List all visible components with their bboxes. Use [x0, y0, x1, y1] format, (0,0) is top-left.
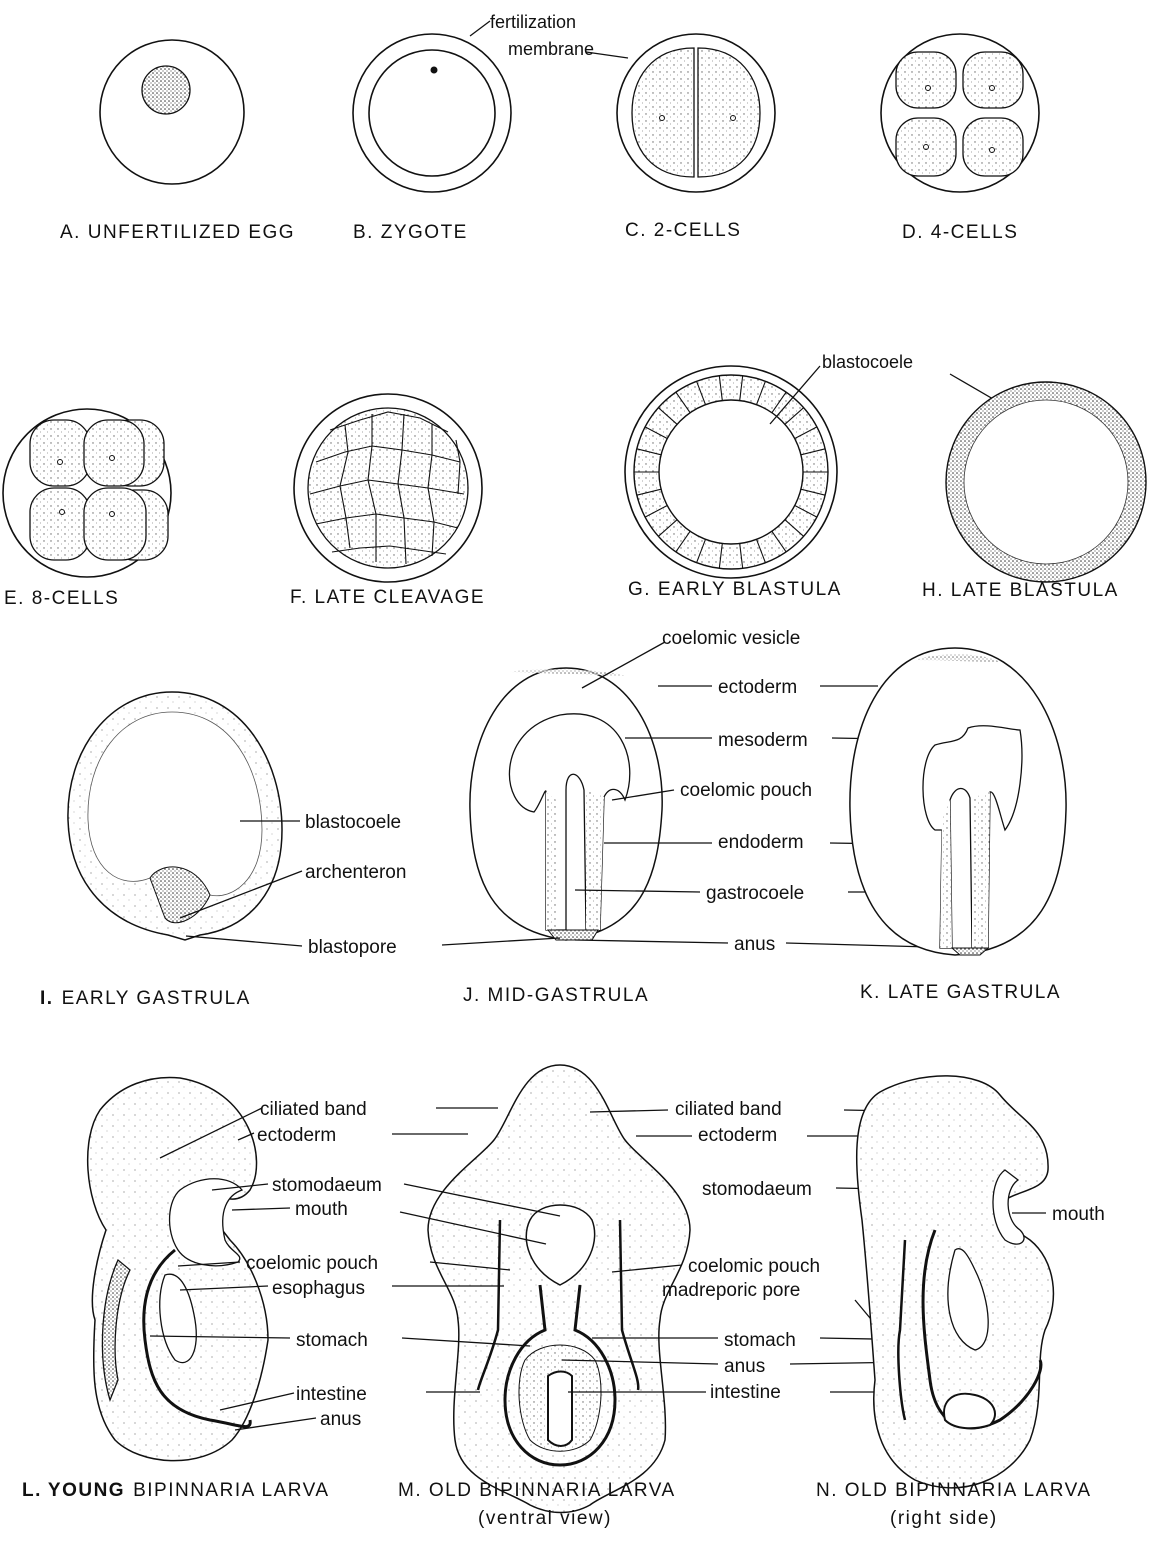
label-blastocoele: blastocoele	[305, 812, 401, 833]
label-mouth-left: mouth	[295, 1199, 348, 1220]
caption-i-rest: EARLY GASTRULA	[62, 988, 251, 1009]
panel-g-early-blastula	[625, 366, 837, 578]
label-mesoderm: mesoderm	[718, 730, 808, 751]
label-coelomic-pouch-right: coelomic pouch	[688, 1256, 820, 1277]
panel-e-8-cells	[3, 409, 171, 577]
caption-e: E. 8-CELLS	[4, 588, 119, 609]
label-membrane: membrane	[508, 39, 594, 59]
panel-h-late-blastula	[946, 382, 1146, 582]
label-blastocoele-top: blastocoele	[822, 352, 913, 372]
caption-m: M. OLD BIPINNARIA LARVA	[398, 1480, 676, 1501]
caption-l-letter: L.	[22, 1480, 42, 1501]
panel-f-late-cleavage	[294, 394, 482, 582]
caption-j: J. MID-GASTRULA	[463, 985, 649, 1006]
panel-b-zygote	[353, 34, 511, 192]
label-ciliated-band-right: ciliated band	[675, 1099, 782, 1120]
caption-c: C. 2-CELLS	[625, 220, 741, 241]
label-stomach-left: stomach	[296, 1330, 368, 1351]
caption-h: H. LATE BLASTULA	[922, 580, 1119, 601]
caption-l-rest: BIPINNARIA LARVA	[133, 1480, 329, 1501]
label-archenteron: archenteron	[305, 862, 406, 883]
caption-f: F. LATE CLEAVAGE	[290, 587, 485, 608]
label-mouth-right: mouth	[1052, 1204, 1105, 1225]
caption-a: A. UNFERTILIZED EGG	[60, 222, 295, 243]
label-intestine-left: intestine	[296, 1384, 367, 1405]
label-ciliated-band-left: ciliated band	[260, 1099, 367, 1120]
label-anus-right: anus	[724, 1356, 765, 1377]
label-stomodaeum-right: stomodaeum	[702, 1179, 812, 1200]
label-madreporic-pore: madreporic pore	[662, 1280, 800, 1301]
panel-c-2-cells	[617, 34, 775, 192]
label-ectoderm-right: ectoderm	[698, 1125, 777, 1146]
label-stomach-right: stomach	[724, 1330, 796, 1351]
caption-i: I. EARLY GASTRULA	[40, 988, 251, 1009]
label-endoderm: endoderm	[718, 832, 804, 853]
caption-l: L. YOUNG BIPINNARIA LARVA	[22, 1480, 330, 1501]
label-coelomic-pouch-left: coelomic pouch	[246, 1253, 378, 1274]
panel-j-mid-gastrula	[470, 668, 662, 940]
caption-l-young: YOUNG	[48, 1480, 125, 1501]
panel-n-old-bipinnaria-right	[857, 1076, 1054, 1488]
label-fertilization: fertilization	[490, 12, 576, 32]
label-coelomic-pouch: coelomic pouch	[680, 780, 812, 801]
label-ectoderm: ectoderm	[718, 677, 797, 698]
caption-b: B. ZYGOTE	[353, 222, 468, 243]
subcaption-n: (right side)	[890, 1508, 998, 1529]
caption-d: D. 4-CELLS	[902, 222, 1018, 243]
label-gastrocoele: gastrocoele	[706, 883, 804, 904]
label-esophagus: esophagus	[272, 1278, 365, 1299]
panel-m-old-bipinnaria-ventral	[428, 1065, 690, 1513]
label-ectoderm-left: ectoderm	[257, 1125, 336, 1146]
panel-d-4-cells	[881, 34, 1039, 192]
label-blastopore: blastopore	[308, 937, 397, 958]
panel-a-unfertilized-egg	[100, 40, 244, 184]
label-coelomic-vesicle: coelomic vesicle	[662, 628, 800, 649]
caption-n: N. OLD BIPINNARIA LARVA	[816, 1480, 1092, 1501]
fertilization-membrane	[353, 34, 511, 192]
caption-g: G. EARLY BLASTULA	[628, 579, 842, 600]
label-anus: anus	[734, 934, 775, 955]
panel-i-early-gastrula	[68, 692, 282, 940]
label-anus-left: anus	[320, 1409, 361, 1430]
subcaption-m: (ventral view)	[478, 1508, 612, 1529]
caption-i-letter: I.	[40, 988, 54, 1009]
panel-k-late-gastrula	[850, 648, 1066, 955]
panel-l-young-bipinnaria	[88, 1077, 268, 1460]
egg-nucleus	[142, 66, 190, 114]
caption-k: K. LATE GASTRULA	[860, 982, 1061, 1003]
label-stomodaeum-left: stomodaeum	[272, 1175, 382, 1196]
label-intestine-right: intestine	[710, 1382, 781, 1403]
